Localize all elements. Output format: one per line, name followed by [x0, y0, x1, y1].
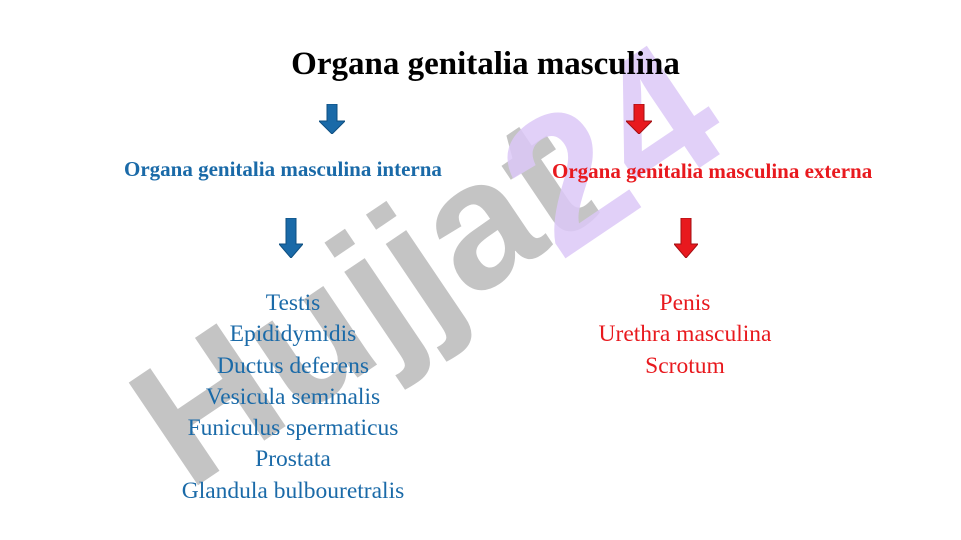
list-item: Vesicula seminalis [205, 383, 381, 410]
arrow-down-icon [319, 104, 345, 134]
arrow-down-icon [674, 218, 698, 258]
list-item: Funiculus spermaticus [187, 415, 399, 442]
list-item: Ductus deferens [216, 352, 370, 379]
list-item: Urethra masculina [598, 321, 772, 348]
page-title: Organa genitalia masculina [291, 46, 680, 82]
list-item: Prostata [255, 446, 331, 473]
list-item: Testis [265, 290, 321, 316]
arrow-down-icon [279, 218, 303, 258]
external-organs-list: Penis Urethra masculina Scrotum [535, 288, 835, 382]
list-item: Epididymidis [229, 321, 357, 348]
list-item: Penis [659, 290, 711, 316]
external-heading: Organa genitalia masculina externa [552, 159, 873, 183]
arrow-down-icon [626, 104, 652, 134]
internal-heading: Organa genitalia masculina interna [124, 157, 442, 181]
list-item: Scrotum [645, 352, 725, 379]
list-item: Glandula bulbouretralis [181, 477, 405, 504]
internal-organs-list: Testis Epididymidis Ductus deferens Vesi… [143, 288, 443, 507]
